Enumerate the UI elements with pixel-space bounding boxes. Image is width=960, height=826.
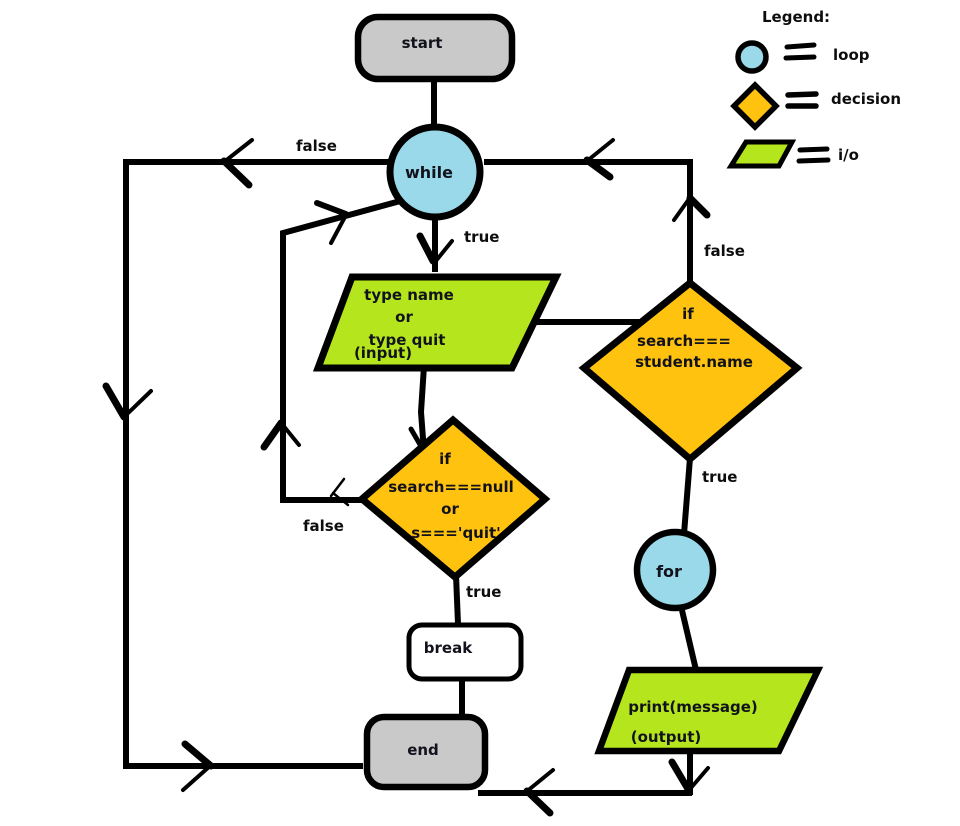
output-io-parallelogram: [594, 666, 824, 755]
arrowhead-up-icon: [672, 197, 691, 222]
match-decision-line-1: if: [682, 305, 694, 323]
legend: Legend: loop decision i/o: [726, 8, 901, 169]
match-true-label: true: [702, 468, 737, 486]
input-line-2: or: [395, 308, 413, 326]
break-label: break: [424, 639, 473, 657]
edge-input-to-quit-decision: [408, 365, 427, 453]
node-end: end: [363, 713, 489, 791]
input-line-3: type quit: [369, 331, 446, 349]
edge-while-false-to-end: [102, 138, 391, 792]
quit-decision-line-2: search===null: [388, 478, 514, 496]
edge-while-true-to-input: [416, 215, 454, 272]
match-decision-line-3: student.name: [635, 353, 753, 371]
quit-false-label: false: [303, 517, 344, 535]
edge-match-true-to-for: [681, 457, 693, 535]
legend-item-decision: decision: [730, 81, 901, 131]
legend-io-parallelogram-icon: [726, 139, 797, 169]
legend-loop-label: loop: [833, 46, 870, 64]
for-loop-circle: [633, 528, 717, 612]
input-io-parallelogram: [312, 273, 562, 372]
quit-decision-line-3: or: [441, 500, 459, 518]
quit-true-label: true: [466, 583, 501, 601]
node-while-loop: while: [386, 123, 484, 221]
while-false-label: false: [296, 137, 337, 155]
end-label: end: [407, 741, 439, 759]
legend-title: Legend:: [762, 8, 830, 26]
equals-icon: [784, 42, 817, 50]
input-line-4: (input): [354, 344, 412, 362]
arrowhead-left-icon: [585, 138, 615, 163]
node-quit-decision: if search===null or s==='quit': [356, 415, 551, 582]
node-output-io: print(message) (output): [594, 666, 824, 755]
legend-item-loop: loop: [735, 40, 870, 74]
edge-output-to-end: [478, 750, 710, 817]
output-line-2: (output): [631, 728, 701, 746]
input-line-1: type name: [364, 286, 454, 304]
for-label: for: [656, 562, 682, 581]
node-start: start: [354, 13, 516, 83]
break-process-shape: [406, 622, 524, 682]
arrowhead-left-icon: [524, 768, 555, 794]
equals-icon: [785, 91, 819, 98]
legend-decision-diamond-icon: [730, 81, 780, 131]
arrowhead-upright-icon: [314, 200, 349, 217]
arrowhead-down-icon: [416, 232, 437, 265]
legend-io-label: i/o: [838, 146, 859, 164]
quit-decision-diamond: [356, 415, 551, 582]
while-loop-circle: [386, 123, 484, 221]
arrowhead-right-icon: [181, 740, 215, 770]
equals-icon: [797, 146, 830, 153]
edge-match-false-to-while: [484, 138, 711, 284]
while-true-label: true: [464, 228, 499, 246]
legend-decision-label: decision: [831, 90, 901, 108]
match-decision-line-2: search===: [637, 332, 731, 350]
start-label: start: [402, 34, 443, 52]
arrowhead-left-icon: [222, 138, 254, 164]
arrowhead-up-icon: [260, 419, 285, 451]
node-break: break: [406, 622, 524, 682]
end-terminal-shape: [363, 713, 489, 791]
edge-quit-false-to-while: [260, 197, 405, 507]
quit-decision-line-1: if: [439, 450, 451, 468]
quit-decision-line-4: s==='quit': [411, 524, 501, 542]
node-input-io: type name or type quit (input): [312, 273, 562, 372]
match-false-label: false: [704, 242, 745, 260]
match-decision-diamond: [578, 278, 803, 464]
arrowhead-down-icon: [102, 382, 128, 421]
while-label: while: [405, 163, 453, 182]
edge-quit-true-to-break: [453, 574, 461, 625]
start-terminal-shape: [354, 13, 516, 83]
node-for-loop: for: [633, 528, 717, 612]
edge-for-to-output: [678, 605, 699, 671]
legend-item-io: i/o: [726, 139, 859, 169]
legend-loop-circle-icon: [735, 40, 769, 74]
output-line-1: print(message): [628, 698, 758, 716]
node-match-decision: if search=== student.name: [578, 278, 803, 464]
arrowhead-down-icon: [668, 758, 692, 793]
